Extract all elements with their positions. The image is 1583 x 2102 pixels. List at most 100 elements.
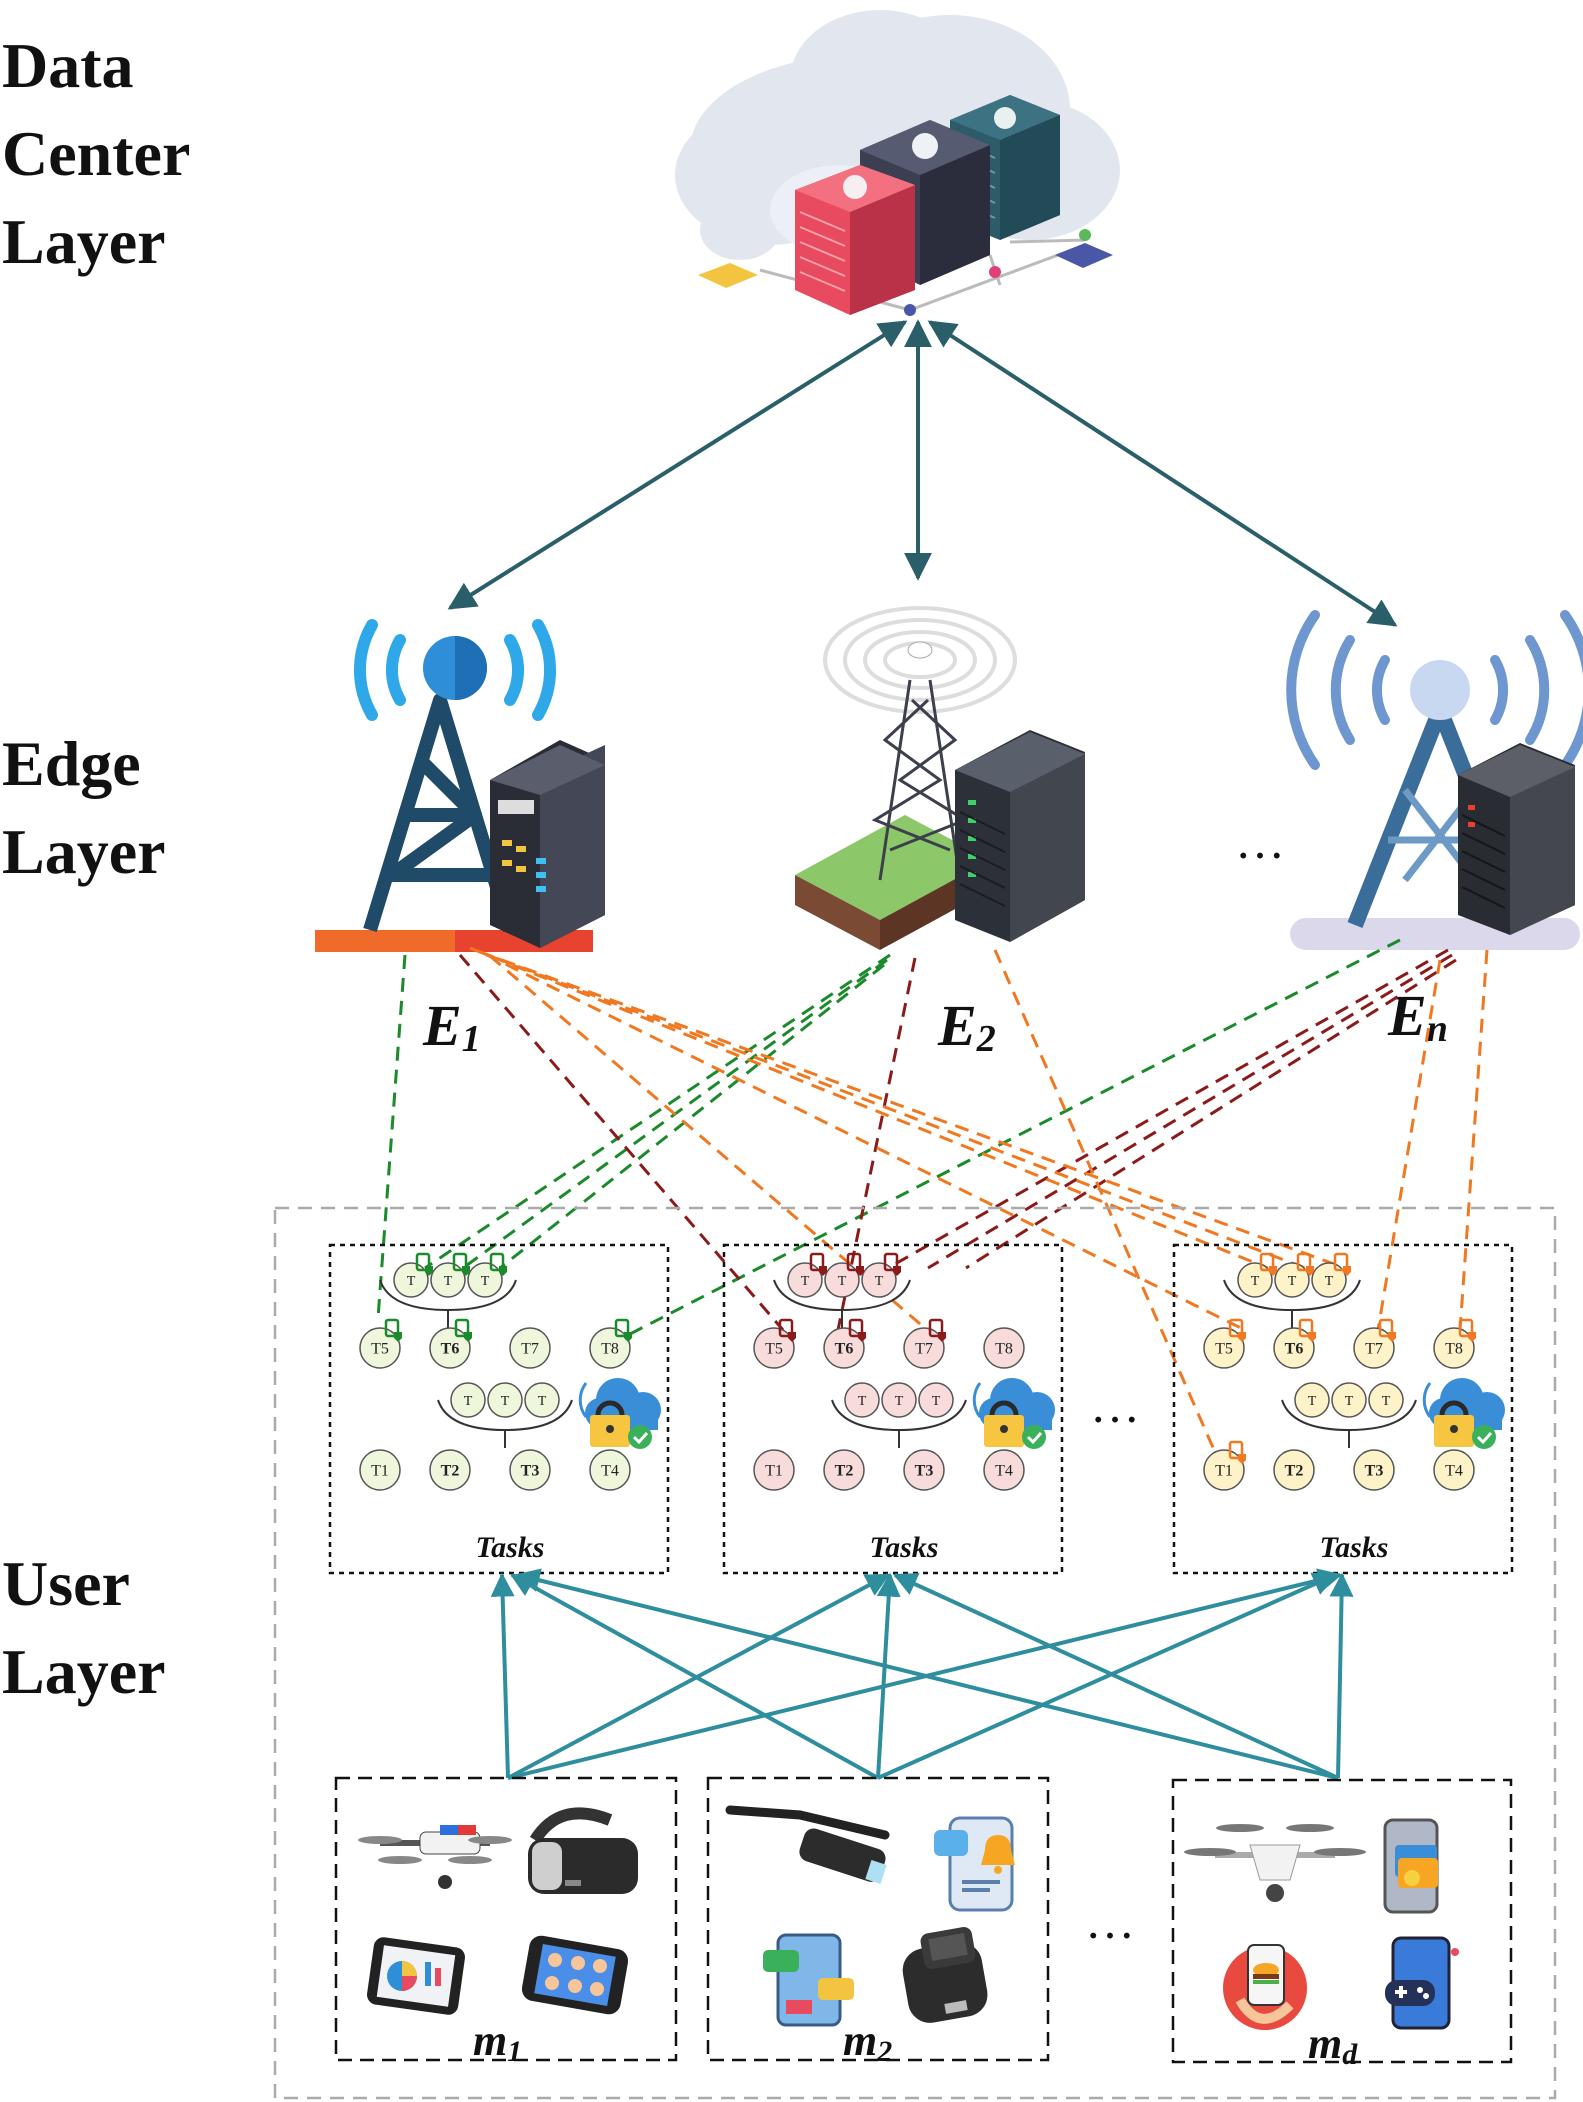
task-node: T3 (1353, 1449, 1395, 1491)
offload-tag-icon (614, 1318, 632, 1342)
task-label: T6 (441, 1341, 460, 1358)
label-line: Edge (2, 728, 141, 799)
task-node: T4 (1433, 1449, 1475, 1491)
offload-tag-icon (1458, 1318, 1476, 1342)
device-label-md: md (1308, 2019, 1358, 2071)
task-label: T (1325, 1274, 1334, 1289)
tasks-title: Tasks (1320, 1531, 1389, 1564)
chat-phone-icon (763, 1933, 854, 2027)
offload-tag-icon (384, 1318, 402, 1342)
task-label: T (481, 1274, 490, 1289)
task-label: T8 (995, 1341, 1013, 1358)
task-node: T7 (1353, 1327, 1395, 1369)
task-node: T (524, 1382, 560, 1418)
edge-tower-1-icon (315, 619, 605, 952)
task-node: T1 (753, 1449, 795, 1491)
device-label-m1: m1 (473, 2016, 522, 2068)
task-node: T4 (589, 1449, 631, 1491)
link-dc-en (927, 320, 1398, 627)
link-dc-e1 (447, 320, 908, 610)
task-node: T6 (823, 1327, 865, 1369)
task-label: T (1345, 1394, 1354, 1409)
offload-tag-icon (1378, 1318, 1396, 1342)
task-node: T5 (359, 1327, 401, 1369)
edge-label-e2: E2 (937, 993, 996, 1060)
task-label: T6 (835, 1341, 854, 1358)
device-task-links (490, 1568, 1354, 1780)
offload-tag-icon (846, 1252, 864, 1276)
task-node: T4 (983, 1449, 1025, 1491)
task-node: T (393, 1262, 429, 1298)
datacenter-edge-links (447, 319, 1398, 627)
task-label: T (538, 1394, 547, 1409)
task-node: T (450, 1382, 486, 1418)
offload-tag-icon (1228, 1318, 1246, 1342)
task-label: T5 (371, 1341, 389, 1358)
food-delivery-app-icon (1223, 1944, 1307, 2030)
edge-layer-label: Edge Layer (2, 720, 166, 896)
task-node: T (430, 1262, 466, 1298)
tasks-title: Tasks (870, 1531, 939, 1564)
task-label: T5 (1215, 1341, 1233, 1358)
task-label: T7 (521, 1341, 539, 1358)
task-node: T5 (753, 1327, 795, 1369)
task-label: T8 (1445, 1341, 1463, 1358)
task-label: T7 (915, 1341, 933, 1358)
label-line: Layer (2, 206, 166, 277)
task-node: T5 (1203, 1327, 1245, 1369)
task-label: T2 (441, 1463, 460, 1480)
cluster-ellipsis: … (1090, 1377, 1140, 1433)
task-label: T2 (1285, 1463, 1304, 1480)
offload-tag-icon (928, 1318, 946, 1342)
task-label: T2 (835, 1463, 854, 1480)
task-node: T7 (903, 1327, 945, 1369)
video-call-phone-icon (521, 1935, 629, 2015)
label-line: Layer (2, 816, 166, 887)
task-node: T (467, 1262, 503, 1298)
offload-tag-icon (454, 1318, 472, 1342)
label-line: Center (2, 118, 191, 189)
task-label: T (801, 1274, 810, 1289)
task-node: T2 (429, 1449, 471, 1491)
task-node: T2 (823, 1449, 865, 1491)
task-node: T8 (589, 1327, 631, 1369)
secure-cloud-lock-icon (578, 1378, 661, 1449)
task-label: T8 (601, 1341, 619, 1358)
vr-headset-icon (528, 1807, 638, 1894)
task-label: T4 (1445, 1463, 1463, 1480)
task-label: T (1251, 1274, 1260, 1289)
task-node: T (1294, 1382, 1330, 1418)
task-label: T (858, 1394, 867, 1409)
task-node: T6 (429, 1327, 471, 1369)
user-layer-label: User Layer (2, 1540, 166, 1716)
game-phone-icon (1385, 1936, 1459, 2030)
task-label: T1 (765, 1463, 783, 1480)
device-ellipsis: … (1085, 1893, 1135, 1949)
task-label: T (875, 1274, 884, 1289)
task-label: T4 (601, 1463, 619, 1480)
data-center-layer-label: Data Center Layer (2, 22, 190, 286)
device-box-1: m1 (334, 1776, 678, 2068)
task-node: T (918, 1382, 954, 1418)
offload-tag-icon (848, 1318, 866, 1342)
label-line: Data (2, 30, 134, 101)
task-node: T (824, 1262, 860, 1298)
wallet-phone-icon (1383, 1818, 1439, 1914)
secure-cloud-lock-icon (1422, 1378, 1505, 1449)
offload-tag-icon (1259, 1252, 1277, 1276)
task-node: T (861, 1262, 897, 1298)
task-node: T7 (509, 1327, 551, 1369)
camera-drone-icon (1184, 1824, 1366, 1902)
label-line: User (2, 1548, 130, 1619)
task-node: T2 (1273, 1449, 1315, 1491)
task-node: T (844, 1382, 880, 1418)
offload-tag-icon (1333, 1252, 1351, 1276)
tablet-chart-icon (367, 1937, 465, 2015)
offload-tag-icon (809, 1252, 827, 1276)
task-label: T (1382, 1394, 1391, 1409)
police-drone-icon (358, 1825, 512, 1889)
task-label: T3 (1365, 1463, 1384, 1480)
offload-tag-icon (489, 1252, 507, 1276)
